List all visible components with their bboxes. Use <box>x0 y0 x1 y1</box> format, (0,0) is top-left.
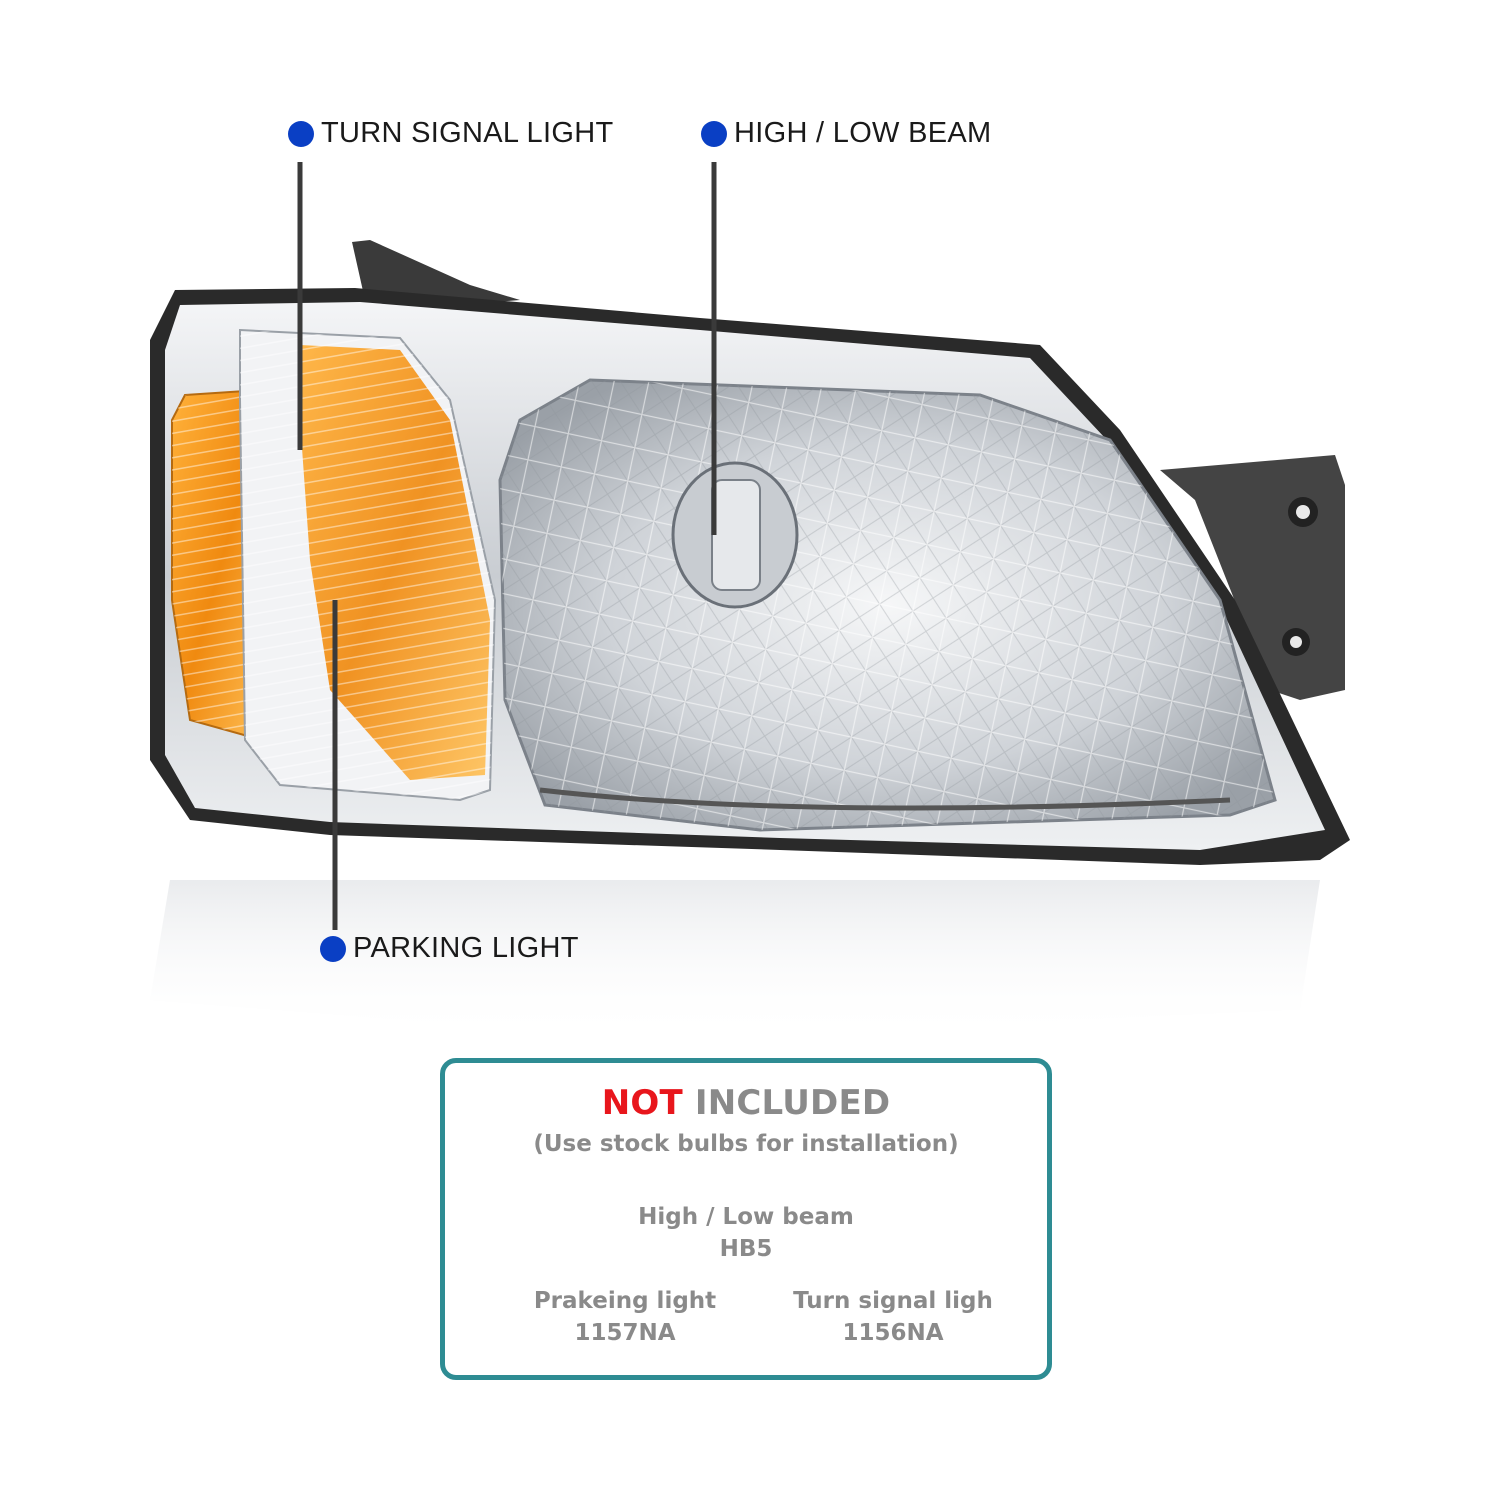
turn-bulb-spec: Turn signal ligh 1156NA <box>763 1285 1023 1349</box>
beam-callout: HIGH / LOW BEAM <box>701 117 991 150</box>
bullet-dot-icon <box>288 120 314 147</box>
notice-title-emphasis: NOT <box>601 1083 683 1123</box>
beam-label: HIGH / LOW BEAM <box>734 117 992 149</box>
beam-spec-label: High / Low beam <box>638 1204 854 1230</box>
parking-label: PARKING LIGHT <box>353 932 579 964</box>
notice-title-rest: INCLUDED <box>682 1083 891 1123</box>
parking-spec-label: Prakeing light <box>533 1288 717 1314</box>
floor-reflection <box>150 880 1320 1040</box>
turn-spec-bulb: 1156NA <box>842 1320 944 1346</box>
parking-spec-bulb: 1157NA <box>574 1320 676 1346</box>
bulbs-not-included-box: NOT INCLUDED (Use stock bulbs for instal… <box>440 1058 1052 1380</box>
turn-spec-label: Turn signal ligh <box>793 1288 993 1314</box>
notice-title: NOT INCLUDED <box>445 1083 1047 1123</box>
beam-bulb-spec: High / Low beam HB5 <box>445 1201 1047 1265</box>
parking-bulb-spec: Prakeing light 1157NA <box>495 1285 755 1349</box>
turn-signal-callout: TURN SIGNAL LIGHT <box>288 117 613 150</box>
parking-callout: PARKING LIGHT <box>320 932 579 965</box>
bullet-dot-icon <box>701 120 727 147</box>
bullet-dot-icon <box>320 935 346 962</box>
notice-subtitle: (Use stock bulbs for installation) <box>533 1131 959 1157</box>
turn-signal-label: TURN SIGNAL LIGHT <box>321 117 614 149</box>
beam-spec-bulb: HB5 <box>719 1236 773 1262</box>
